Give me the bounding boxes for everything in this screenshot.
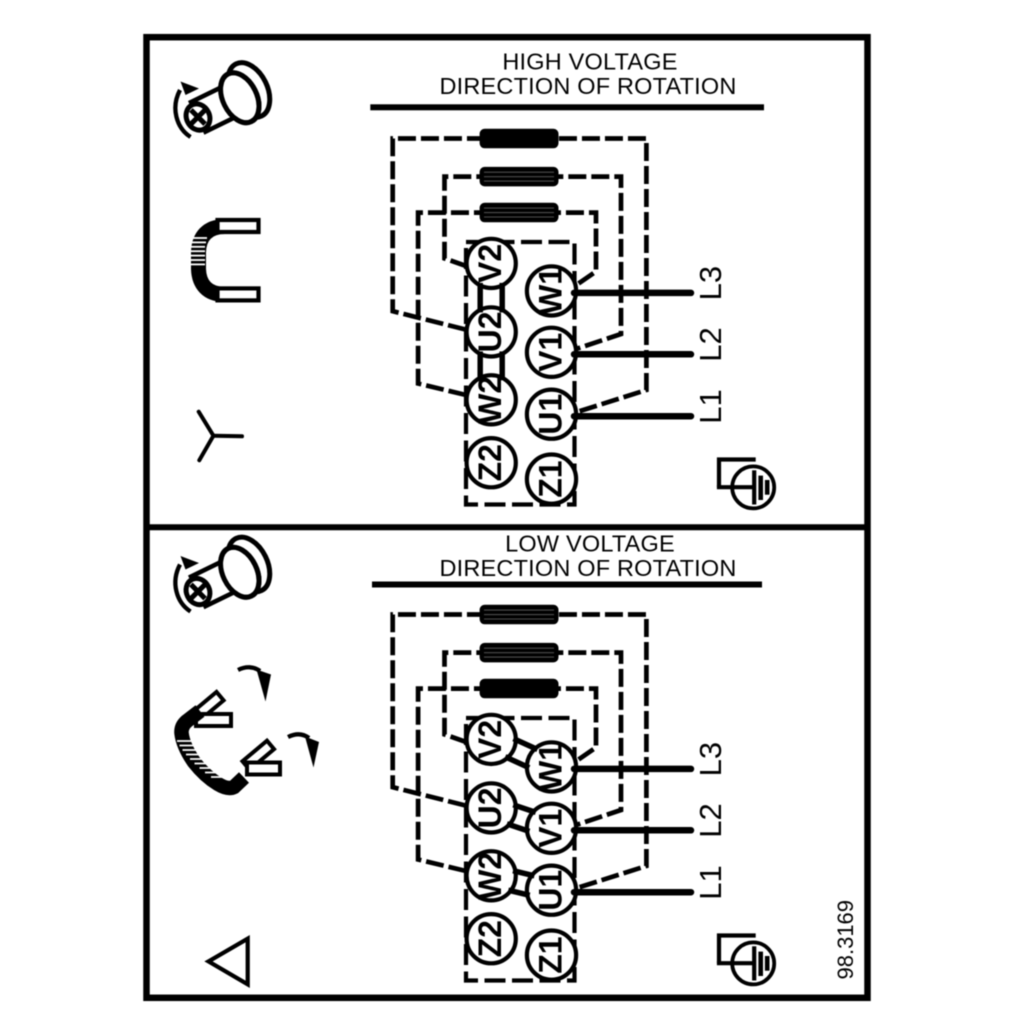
- jumper-link-icon: [191, 217, 261, 303]
- winding-bar-v: [479, 642, 559, 663]
- terminal-w1: W1: [524, 264, 579, 318]
- title-underline: [372, 581, 762, 588]
- earth-ground-icon: [716, 933, 777, 987]
- earth-ground-icon: [716, 457, 777, 511]
- terminal-v1: V1: [524, 325, 579, 379]
- screw-rotation-icon: [173, 534, 273, 614]
- jumper-link-line: [504, 754, 531, 771]
- rotation-arrow-icon: [287, 732, 319, 768]
- outer-frame: [143, 33, 871, 1002]
- star-jumper-links: [477, 282, 505, 381]
- panel-title-line2: DIRECTION OF ROTATION: [439, 73, 736, 99]
- terminal-box: [463, 239, 577, 507]
- terminal-label: Z1: [533, 936, 569, 973]
- terminal-label: U1: [533, 870, 569, 911]
- winding-bar-u: [479, 604, 559, 625]
- terminals: V2 U2 W2 Z2 W1 V1: [464, 712, 579, 982]
- winding-bar-v: [479, 166, 559, 187]
- terminal-label: V1: [533, 333, 569, 372]
- terminal-w2: W2: [464, 849, 518, 903]
- supply-line-label: L3: [693, 266, 728, 300]
- terminal-circle: [524, 452, 579, 506]
- supply-line-label: L2: [693, 327, 728, 361]
- supply-line-label: L3: [693, 742, 728, 776]
- terminal-label: W2: [472, 852, 508, 900]
- winding-bar-u: [479, 128, 559, 149]
- delta-jumper-icon: [174, 665, 319, 796]
- terminal-circle: [464, 912, 518, 966]
- terminal-label: W2: [472, 376, 508, 424]
- supply-line-label: L2: [693, 803, 728, 837]
- panel-high-voltage: HIGH VOLTAGE DIRECTION OF ROTATION: [173, 49, 777, 511]
- panel-title-line1: HIGH VOLTAGE: [502, 49, 677, 75]
- panel-title-line1: LOW VOLTAGE: [505, 530, 675, 556]
- jumper-link-line: [512, 736, 539, 753]
- winding-bars: [479, 604, 559, 699]
- jumper-link-line: [506, 821, 531, 835]
- panel-low-voltage: LOW VOLTAGE DIRECTION OF ROTATION: [173, 530, 777, 988]
- screw-rotation-icon: [173, 60, 273, 139]
- supply-line-label: L1: [693, 865, 728, 899]
- terminal-box: [463, 715, 577, 983]
- terminal-z2: Z2: [464, 912, 518, 966]
- terminal-label: U2: [472, 787, 508, 828]
- terminal-z2: Z2: [464, 436, 518, 490]
- title-underline: [370, 104, 764, 111]
- terminal-circle: [464, 305, 518, 359]
- terminal-label: Z2: [472, 920, 508, 957]
- terminal-label: U1: [533, 394, 569, 435]
- terminal-label: Z1: [533, 460, 569, 497]
- terminal-circle: [524, 928, 579, 982]
- terminal-v2: V2: [464, 236, 518, 291]
- terminal-circle: [464, 849, 518, 903]
- supply-lines: L3 L2 L1: [570, 266, 728, 424]
- supply-lines: L3 L2 L1: [570, 742, 728, 900]
- terminal-label: V1: [533, 809, 569, 848]
- jumper-link-line: [507, 887, 531, 898]
- delta-jumper-links: [504, 736, 539, 898]
- terminal-label: V2: [472, 720, 508, 759]
- terminal-u2: U2: [464, 305, 518, 359]
- terminal-u1: U1: [524, 387, 579, 441]
- terminal-circle: [464, 373, 518, 427]
- terminal-z1: Z1: [524, 928, 579, 982]
- terminal-circle: [464, 236, 518, 291]
- panel-title-line2: DIRECTION OF ROTATION: [439, 555, 736, 581]
- terminals: V2 U2 W2 Z2 W1 V1: [464, 236, 579, 506]
- star-symbol-icon: [196, 409, 244, 463]
- winding-bars: [479, 128, 559, 223]
- winding-bar-w: [479, 678, 559, 699]
- rotation-arrow-icon: [173, 563, 192, 614]
- delta-symbol-icon: [204, 935, 250, 988]
- terminal-label: U2: [472, 311, 508, 352]
- jumper-link-line: [512, 868, 536, 879]
- figure-number: 98.3169: [833, 900, 858, 980]
- rotation-arrow-icon: [173, 88, 192, 139]
- rotation-arrow-icon: [237, 665, 271, 702]
- supply-line-label: L1: [693, 389, 728, 423]
- winding-bar-w: [479, 202, 559, 223]
- terminal-z1: Z1: [524, 452, 579, 506]
- terminal-label: W1: [533, 267, 569, 315]
- terminal-u1: U1: [524, 863, 579, 917]
- terminal-w2: W2: [464, 373, 518, 427]
- jumper-link-line: [512, 802, 537, 816]
- terminal-label: Z2: [472, 444, 508, 481]
- terminal-label: V2: [472, 244, 508, 283]
- terminal-label: W1: [533, 743, 569, 791]
- terminal-circle: [464, 436, 518, 490]
